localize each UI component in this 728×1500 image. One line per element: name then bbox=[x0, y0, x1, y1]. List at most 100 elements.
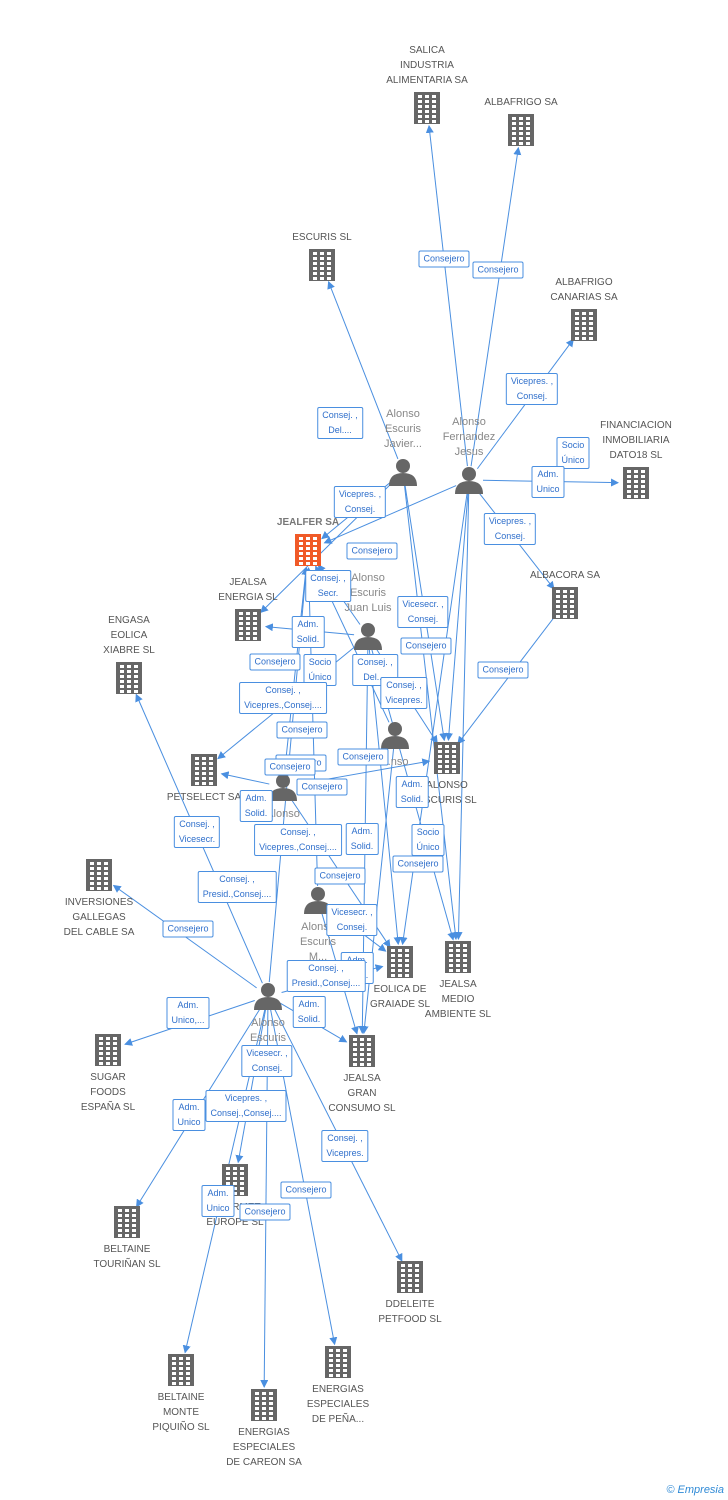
relation-label[interactable]: Socio Único bbox=[411, 824, 445, 856]
building-icon[interactable] bbox=[508, 114, 534, 146]
node-label-jealfer[interactable]: JEALFER SA bbox=[276, 517, 340, 528]
node-label-gourmet[interactable]: GOURMET EUROPE SL bbox=[206, 1202, 264, 1228]
relation-label[interactable]: Consejero bbox=[264, 758, 316, 776]
building-icon[interactable] bbox=[349, 1035, 375, 1067]
relation-label[interactable]: Adm. Unico bbox=[531, 466, 565, 498]
building-icon[interactable] bbox=[623, 467, 649, 499]
person-icon[interactable] bbox=[269, 774, 297, 801]
building-icon[interactable] bbox=[251, 1389, 277, 1421]
node-label-inversiones[interactable]: INVERSIONES GALLEGAS DEL CABLE SA bbox=[63, 897, 135, 938]
node-label-escuris[interactable]: ESCURIS SL bbox=[292, 232, 352, 243]
relation-label[interactable]: Vicesecr. , Consej. bbox=[326, 904, 378, 936]
building-icon[interactable] bbox=[397, 1261, 423, 1293]
edge-p_alonso_ej-jealsa_medio bbox=[404, 485, 460, 941]
relation-label[interactable]: Vicepres. , Consej. bbox=[333, 486, 387, 518]
relation-label[interactable]: Vicepres. , Consej.,Consej.... bbox=[205, 1090, 287, 1122]
node-label-sugar[interactable]: SUGAR FOODS ESPAÑA SL bbox=[80, 1072, 136, 1113]
relation-label[interactable]: Adm. Solid. bbox=[345, 823, 379, 855]
node-label-alonso_escuris_sl[interactable]: ALONSO ESCURIS SL bbox=[417, 780, 477, 806]
relation-label[interactable]: Consej. , Del.... bbox=[352, 654, 398, 686]
relation-label[interactable]: Consejero bbox=[162, 920, 214, 938]
relation-label[interactable]: Consejero bbox=[392, 855, 444, 873]
relation-label[interactable]: Adm. Solid. bbox=[291, 616, 325, 648]
relation-label[interactable]: Vicesecr. , Consej. bbox=[241, 1045, 293, 1077]
relation-label[interactable]: Consejero bbox=[239, 1203, 291, 1221]
relation-label[interactable]: Consej. , Vicepres.,Consej.... bbox=[239, 682, 327, 714]
building-icon[interactable] bbox=[295, 534, 321, 566]
relation-label[interactable]: Adm. Solid. bbox=[239, 790, 273, 822]
relation-label[interactable]: Adm. Unico bbox=[172, 1099, 206, 1131]
relation-label[interactable]: Consejero bbox=[249, 653, 301, 671]
building-icon[interactable] bbox=[571, 309, 597, 341]
relation-label[interactable]: Consej. , Presid.,Consej.... bbox=[197, 871, 277, 903]
building-icon[interactable] bbox=[95, 1034, 121, 1066]
relation-label[interactable]: Vicepres. , Consej. bbox=[505, 373, 559, 405]
relation-label[interactable]: Consejero bbox=[280, 1181, 332, 1199]
edge-p_alonso_jl-eolica bbox=[368, 649, 402, 946]
building-icon[interactable] bbox=[445, 941, 471, 973]
relation-label[interactable]: Consejero bbox=[276, 721, 328, 739]
node-label-energias_car[interactable]: ENERGIAS ESPECIALES DE CAREON SA bbox=[226, 1427, 302, 1468]
watermark[interactable]: © Empresia bbox=[666, 1484, 724, 1496]
relation-label[interactable]: Consej. , Vicepres. bbox=[380, 677, 428, 709]
node-label-beltaine_t[interactable]: BELTAINE TOURIÑAN SL bbox=[93, 1244, 161, 1270]
node-label-financiacion[interactable]: FINANCIACION INMOBILIARIA DATO18 SL bbox=[600, 420, 672, 461]
building-icon[interactable] bbox=[86, 859, 112, 891]
building-icon[interactable] bbox=[114, 1206, 140, 1238]
person-icon[interactable] bbox=[381, 722, 409, 749]
building-icon[interactable] bbox=[116, 662, 142, 694]
relation-label[interactable]: Consejero bbox=[346, 542, 398, 560]
relation-label[interactable]: Vicesecr. , Consej. bbox=[397, 596, 449, 628]
building-icon[interactable] bbox=[168, 1354, 194, 1386]
person-icon[interactable] bbox=[304, 887, 332, 914]
relation-label[interactable]: Consej. , Del.... bbox=[317, 407, 363, 439]
relation-label[interactable]: Adm. Solid. bbox=[395, 776, 429, 808]
building-icon[interactable] bbox=[191, 754, 217, 786]
relation-label[interactable]: Adm. Solid. bbox=[292, 996, 326, 1028]
relation-label[interactable]: Consej. , Vicesecr. bbox=[173, 816, 221, 848]
node-label-jealsa_energia[interactable]: JEALSA ENERGIA SL bbox=[218, 577, 278, 603]
node-label-p_alonso_jl[interactable]: Alonso Escuris Juan Luis bbox=[344, 572, 392, 614]
node-label-albafrigo[interactable]: ALBAFRIGO SA bbox=[484, 97, 558, 108]
node-label-p_alonso_fj[interactable]: Alonso Fernandez Jesus bbox=[442, 416, 496, 458]
relation-label[interactable]: Consej. , Secr. bbox=[305, 570, 351, 602]
building-icon[interactable] bbox=[309, 249, 335, 281]
node-label-eolica[interactable]: EOLICA DE GRAIADE SL bbox=[369, 984, 431, 1010]
person-icon[interactable] bbox=[354, 623, 382, 650]
relation-label[interactable]: Consejero bbox=[296, 778, 348, 796]
node-label-p_alonso_ej[interactable]: Alonso Escuris Javier... bbox=[384, 408, 422, 450]
node-label-jealsa_medio[interactable]: JEALSA MEDIO AMBIENTE SL bbox=[424, 979, 492, 1020]
node-label-albacora[interactable]: ALBACORA SA bbox=[529, 570, 601, 581]
relation-label[interactable]: Consejero bbox=[418, 250, 470, 268]
relation-label[interactable]: Consejero bbox=[477, 661, 529, 679]
relation-label[interactable]: Adm. Unico,... bbox=[166, 997, 210, 1029]
relation-label[interactable]: Adm. Unico bbox=[201, 1185, 235, 1217]
person-icon[interactable] bbox=[455, 467, 483, 494]
building-icon[interactable] bbox=[235, 609, 261, 641]
node-label-beltaine_m[interactable]: BELTAINE MONTE PIQUIÑO SL bbox=[152, 1392, 210, 1433]
relation-label[interactable]: Consejero bbox=[314, 867, 366, 885]
node-label-petselect[interactable]: PETSELECT SA bbox=[166, 792, 242, 803]
relation-label[interactable]: Socio Único bbox=[556, 437, 590, 469]
person-icon[interactable] bbox=[254, 983, 282, 1010]
node-label-energias_pen[interactable]: ENERGIAS ESPECIALES DE PEÑA... bbox=[306, 1384, 370, 1425]
relation-label[interactable]: Consejero bbox=[337, 748, 389, 766]
relation-label[interactable]: Consejero bbox=[472, 261, 524, 279]
node-label-albafrigo_can[interactable]: ALBAFRIGO CANARIAS SA bbox=[550, 277, 618, 303]
node-label-engasa[interactable]: ENGASA EOLICA XIABRE SL bbox=[103, 615, 155, 656]
building-icon[interactable] bbox=[434, 742, 460, 774]
relation-label[interactable]: Vicepres. , Consej. bbox=[483, 513, 537, 545]
relation-label[interactable]: Consej. , Vicepres.,Consej.... bbox=[254, 824, 342, 856]
relation-label[interactable]: Consejero bbox=[400, 637, 452, 655]
building-icon[interactable] bbox=[414, 92, 440, 124]
building-icon[interactable] bbox=[387, 946, 413, 978]
node-label-ddeleite[interactable]: DDELEITE PETFOOD SL bbox=[378, 1299, 442, 1325]
relation-label[interactable]: Consej. , Vicepres. bbox=[321, 1130, 369, 1162]
building-icon[interactable] bbox=[552, 587, 578, 619]
node-label-p_alonso_c[interactable]: Alonso Escuris bbox=[249, 1017, 287, 1044]
person-icon[interactable] bbox=[389, 459, 417, 486]
relation-label[interactable]: Consej. , Presid.,Consej.... bbox=[286, 960, 366, 992]
node-label-jealsa_gran[interactable]: JEALSA GRAN CONSUMO SL bbox=[328, 1073, 396, 1114]
node-label-salica[interactable]: SALICA INDUSTRIA ALIMENTARIA SA bbox=[386, 45, 468, 86]
building-icon[interactable] bbox=[325, 1346, 351, 1378]
